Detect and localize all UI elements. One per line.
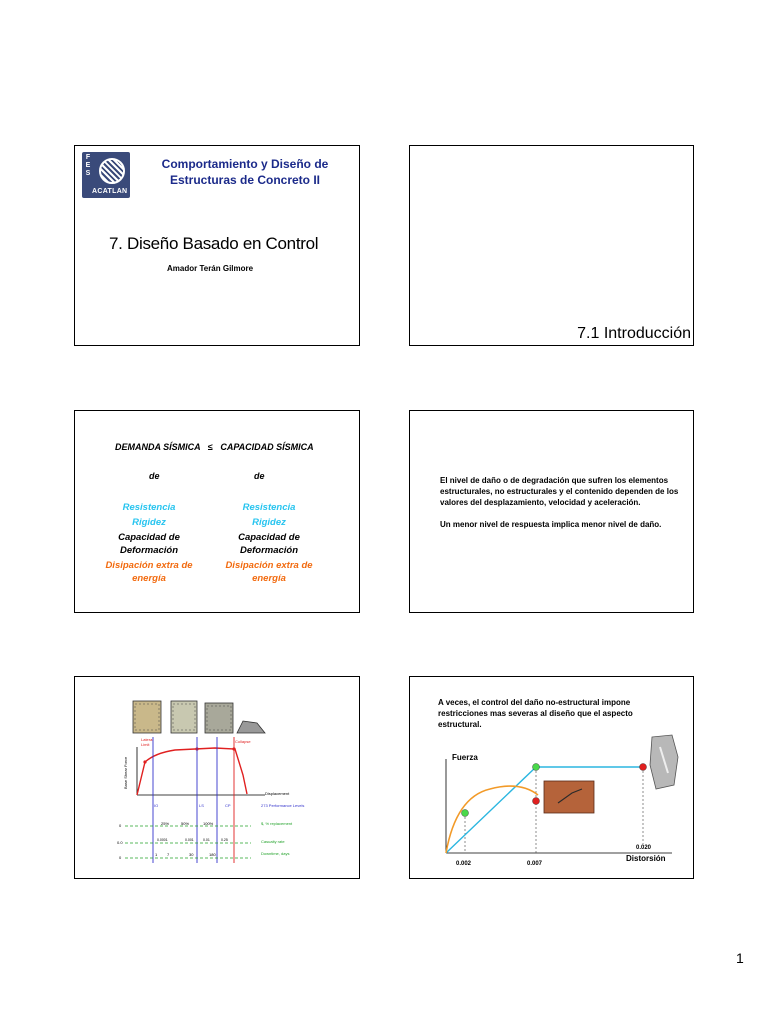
- de-right: de: [254, 471, 265, 481]
- fes-acatlan-logo: F E S ACATLAN: [82, 152, 130, 198]
- row3-v1: 1: [155, 852, 158, 857]
- slide-demanda-capacidad: DEMANDA SÍSMICA ≤ CAPACIDAD SÍSMICA de d…: [74, 410, 360, 613]
- row3-v3: 30: [189, 852, 194, 857]
- item-rigidez: Rigidez: [252, 517, 286, 528]
- level-io: IO: [154, 803, 158, 808]
- marker-structural-yield: [532, 763, 540, 771]
- performance-levels-figure: Base Shear Force Displacement Lateral Li…: [117, 700, 304, 863]
- marker-nonstructural-limit: [461, 809, 469, 817]
- demand-capacity-headline: DEMANDA SÍSMICA ≤ CAPACIDAD SÍSMICA: [115, 442, 314, 452]
- paragraph-1: El nivel de daño o de degradación que su…: [440, 476, 679, 507]
- row3-v2: 7: [167, 852, 170, 857]
- row2-v2: 0.001: [185, 838, 194, 842]
- slide-title: F E S ACATLAN Comportamiento y Diseño de…: [74, 145, 360, 346]
- tick-0-020: 0.020: [636, 845, 652, 851]
- slide-text: El nivel de daño o de degradación que su…: [440, 475, 680, 541]
- row3-v4: 180: [209, 852, 216, 857]
- tick-0-007: 0.007: [527, 861, 543, 867]
- row2-v3: 0.01: [203, 838, 210, 842]
- row1-v1: 25%: [161, 821, 169, 826]
- section-title: 7.1 Introducción: [577, 325, 691, 342]
- y-axis-label: Base Shear Force: [123, 756, 128, 789]
- level-cp: CP: [225, 803, 231, 808]
- slide-nivel-de-dano: El nivel de daño o de degradación que su…: [409, 410, 694, 613]
- slide-introduccion: 7.1 Introducción: [409, 145, 694, 346]
- yield-label: Lateral: [141, 737, 153, 742]
- collapse-label: Collapse: [235, 739, 251, 744]
- author-name: Amador Terán Gilmore: [167, 264, 254, 273]
- row1-v2: 50%: [181, 821, 189, 826]
- seal-icon: [99, 158, 125, 184]
- force-distortion-chart: Fuerza Distorsión 0.002 0.007 0.020: [445, 734, 679, 867]
- item-rigidez: Rigidez: [132, 517, 166, 528]
- damaged-wall-photo: [543, 780, 595, 814]
- slide-control-dano: A veces, el control del daño no-estructu…: [409, 676, 694, 879]
- level-ls: LS: [199, 803, 204, 808]
- row1-caption: $, % replacement: [261, 821, 293, 826]
- item-resistencia: Resistencia: [122, 502, 176, 513]
- nonstructural-curve: [445, 785, 539, 854]
- chapter-title: 7. Diseño Basado en Control: [109, 234, 319, 253]
- page-number: 1: [736, 950, 744, 966]
- item-resistencia: Resistencia: [242, 502, 296, 513]
- row3-caption: Downtime, days: [261, 851, 289, 856]
- item-disipacion: Disipación extra de energía: [225, 560, 313, 584]
- slide-performance-levels: Base Shear Force Displacement Lateral Li…: [74, 676, 360, 879]
- row1-v3: 100%: [203, 821, 214, 826]
- slide-text: A veces, el control del daño no-estructu…: [438, 698, 633, 729]
- building-icons: [132, 700, 266, 734]
- y-axis-label: Fuerza: [452, 753, 478, 762]
- logo-word: ACATLAN: [92, 188, 128, 195]
- demand-list: Resistencia Rigidez Capacidad de Deforma…: [99, 501, 199, 587]
- course-title: Comportamiento y Diseño de Estructuras d…: [161, 157, 329, 187]
- marker-structural-collapse: [639, 763, 647, 771]
- item-capacidad-deformacion: Capacidad de Deformación: [118, 532, 180, 556]
- x-axis-label: Distorsión: [626, 854, 666, 863]
- de-left: de: [149, 471, 160, 481]
- row2-start: 0.0: [117, 840, 123, 845]
- row2-v4: 0.25: [221, 838, 228, 842]
- paragraph-2: Un menor nivel de respuesta implica meno…: [440, 520, 662, 529]
- logo-letters: F E S: [85, 154, 91, 177]
- row1-start: 0: [119, 823, 122, 828]
- capacity-list: Resistencia Rigidez Capacidad de Deforma…: [219, 501, 319, 587]
- x-axis-label: Displacement: [265, 791, 290, 796]
- tick-0-002: 0.002: [456, 861, 472, 867]
- item-capacidad-deformacion: Capacidad de Deformación: [238, 532, 300, 556]
- row3-start: 0: [119, 855, 122, 860]
- levels-caption: 273 Performance Levels: [261, 803, 304, 808]
- row2-v1: 0.0001: [157, 838, 168, 842]
- item-disipacion: Disipación extra de energía: [105, 560, 193, 584]
- row2-caption: Casualty rate: [261, 839, 285, 844]
- yield-label-2: Limit: [141, 742, 150, 747]
- marker-nonstructural-failure: [532, 797, 540, 805]
